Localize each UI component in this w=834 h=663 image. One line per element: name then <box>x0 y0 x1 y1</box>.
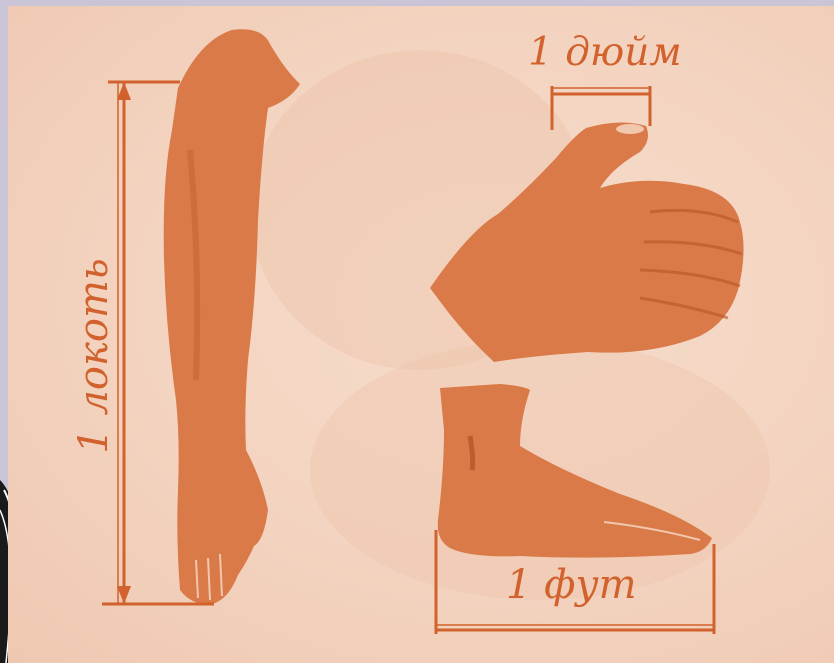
elbow-label: 1 локоть <box>71 258 117 453</box>
inch-label: 1 дюйм <box>528 30 682 75</box>
foot-label: 1 фут <box>506 562 637 608</box>
inch-length-bracket <box>552 86 650 130</box>
arm-icon <box>164 29 300 604</box>
